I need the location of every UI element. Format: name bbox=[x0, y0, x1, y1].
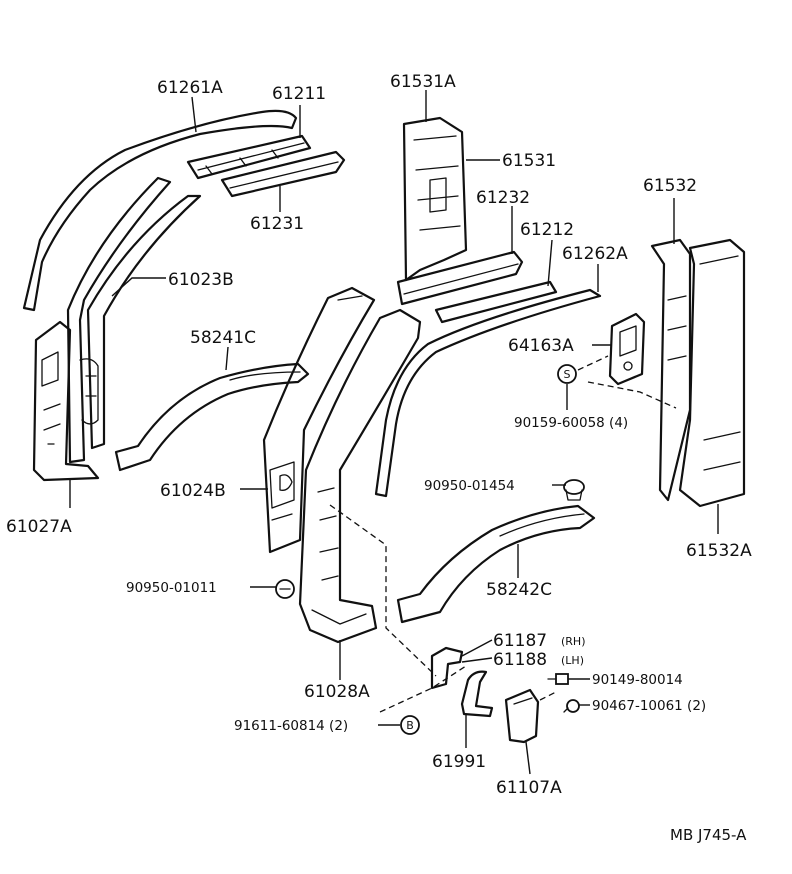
label-61107A: 61107A bbox=[496, 778, 562, 798]
label-61211: 61211 bbox=[272, 84, 326, 104]
label-61024B: 61024B bbox=[160, 481, 226, 501]
marker-s-label: S bbox=[564, 368, 571, 381]
part-61532-drawing bbox=[650, 238, 692, 502]
label-61262A: 61262A bbox=[562, 244, 628, 264]
label-61232: 61232 bbox=[476, 188, 530, 208]
label-90149-80014: 90149-80014 bbox=[592, 672, 683, 688]
clip-90950-01454-icon bbox=[563, 479, 585, 501]
part-61212-drawing bbox=[434, 280, 558, 324]
part-61187-drawing bbox=[430, 646, 464, 690]
part-61023B-drawing bbox=[66, 176, 202, 464]
label-61188: 61188 bbox=[493, 650, 547, 670]
label-90159-60058: 90159-60058 (4) bbox=[514, 415, 628, 431]
label-61531: 61531 bbox=[502, 151, 556, 171]
label-90950-01454: 90950-01454 bbox=[424, 478, 515, 494]
leader-lines bbox=[69, 90, 719, 775]
part-61107A-drawing bbox=[504, 688, 540, 744]
marker-s-icon: S bbox=[557, 364, 577, 384]
diagram-reference-code: MB J745-A bbox=[670, 826, 747, 844]
label-61531A: 61531A bbox=[390, 72, 456, 92]
label-61532: 61532 bbox=[643, 176, 697, 196]
part-61027A-drawing bbox=[32, 320, 100, 482]
part-61261A-drawing bbox=[22, 109, 298, 312]
label-61187: 61187 bbox=[493, 631, 547, 651]
label-61261A: 61261A bbox=[157, 78, 223, 98]
label-61187-side: (RH) bbox=[561, 635, 586, 648]
clip-90950-01011-icon bbox=[275, 579, 295, 599]
label-90467-10061: 90467-10061 (2) bbox=[592, 698, 706, 714]
part-61531A-drawing bbox=[402, 116, 468, 282]
screw-90467-10061-icon bbox=[563, 699, 580, 713]
label-61231: 61231 bbox=[250, 214, 304, 234]
part-64163A-drawing bbox=[608, 312, 646, 386]
screw-90149-80014-icon bbox=[547, 673, 569, 685]
label-58242C: 58242C bbox=[486, 580, 552, 600]
assembly-lines bbox=[329, 355, 677, 713]
part-61231-drawing bbox=[220, 150, 346, 198]
label-64163A: 64163A bbox=[508, 336, 574, 356]
label-91611-60814: 91611-60814 (2) bbox=[234, 718, 348, 734]
label-90950-01011: 90950-01011 bbox=[126, 580, 217, 596]
label-61532A: 61532A bbox=[686, 541, 752, 561]
part-61232-drawing bbox=[396, 250, 524, 306]
label-61027A: 61027A bbox=[6, 517, 72, 537]
part-58241C-drawing bbox=[114, 362, 310, 472]
part-61024B-drawing bbox=[262, 286, 376, 554]
marker-b-label: B bbox=[406, 719, 414, 732]
part-61028A-drawing bbox=[298, 308, 422, 644]
part-61211-drawing bbox=[186, 134, 312, 180]
part-61262A-drawing bbox=[374, 288, 602, 498]
part-61991-drawing bbox=[460, 670, 494, 718]
label-61023B: 61023B bbox=[168, 270, 234, 290]
part-61532A-drawing bbox=[678, 238, 746, 508]
label-61028A: 61028A bbox=[304, 682, 370, 702]
part-58242C-drawing bbox=[396, 504, 596, 624]
marker-b-icon: B bbox=[400, 715, 420, 735]
label-61212: 61212 bbox=[520, 220, 574, 240]
label-58241C: 58241C bbox=[190, 328, 256, 348]
label-61991: 61991 bbox=[432, 752, 486, 772]
label-61188-side: (LH) bbox=[561, 654, 584, 667]
